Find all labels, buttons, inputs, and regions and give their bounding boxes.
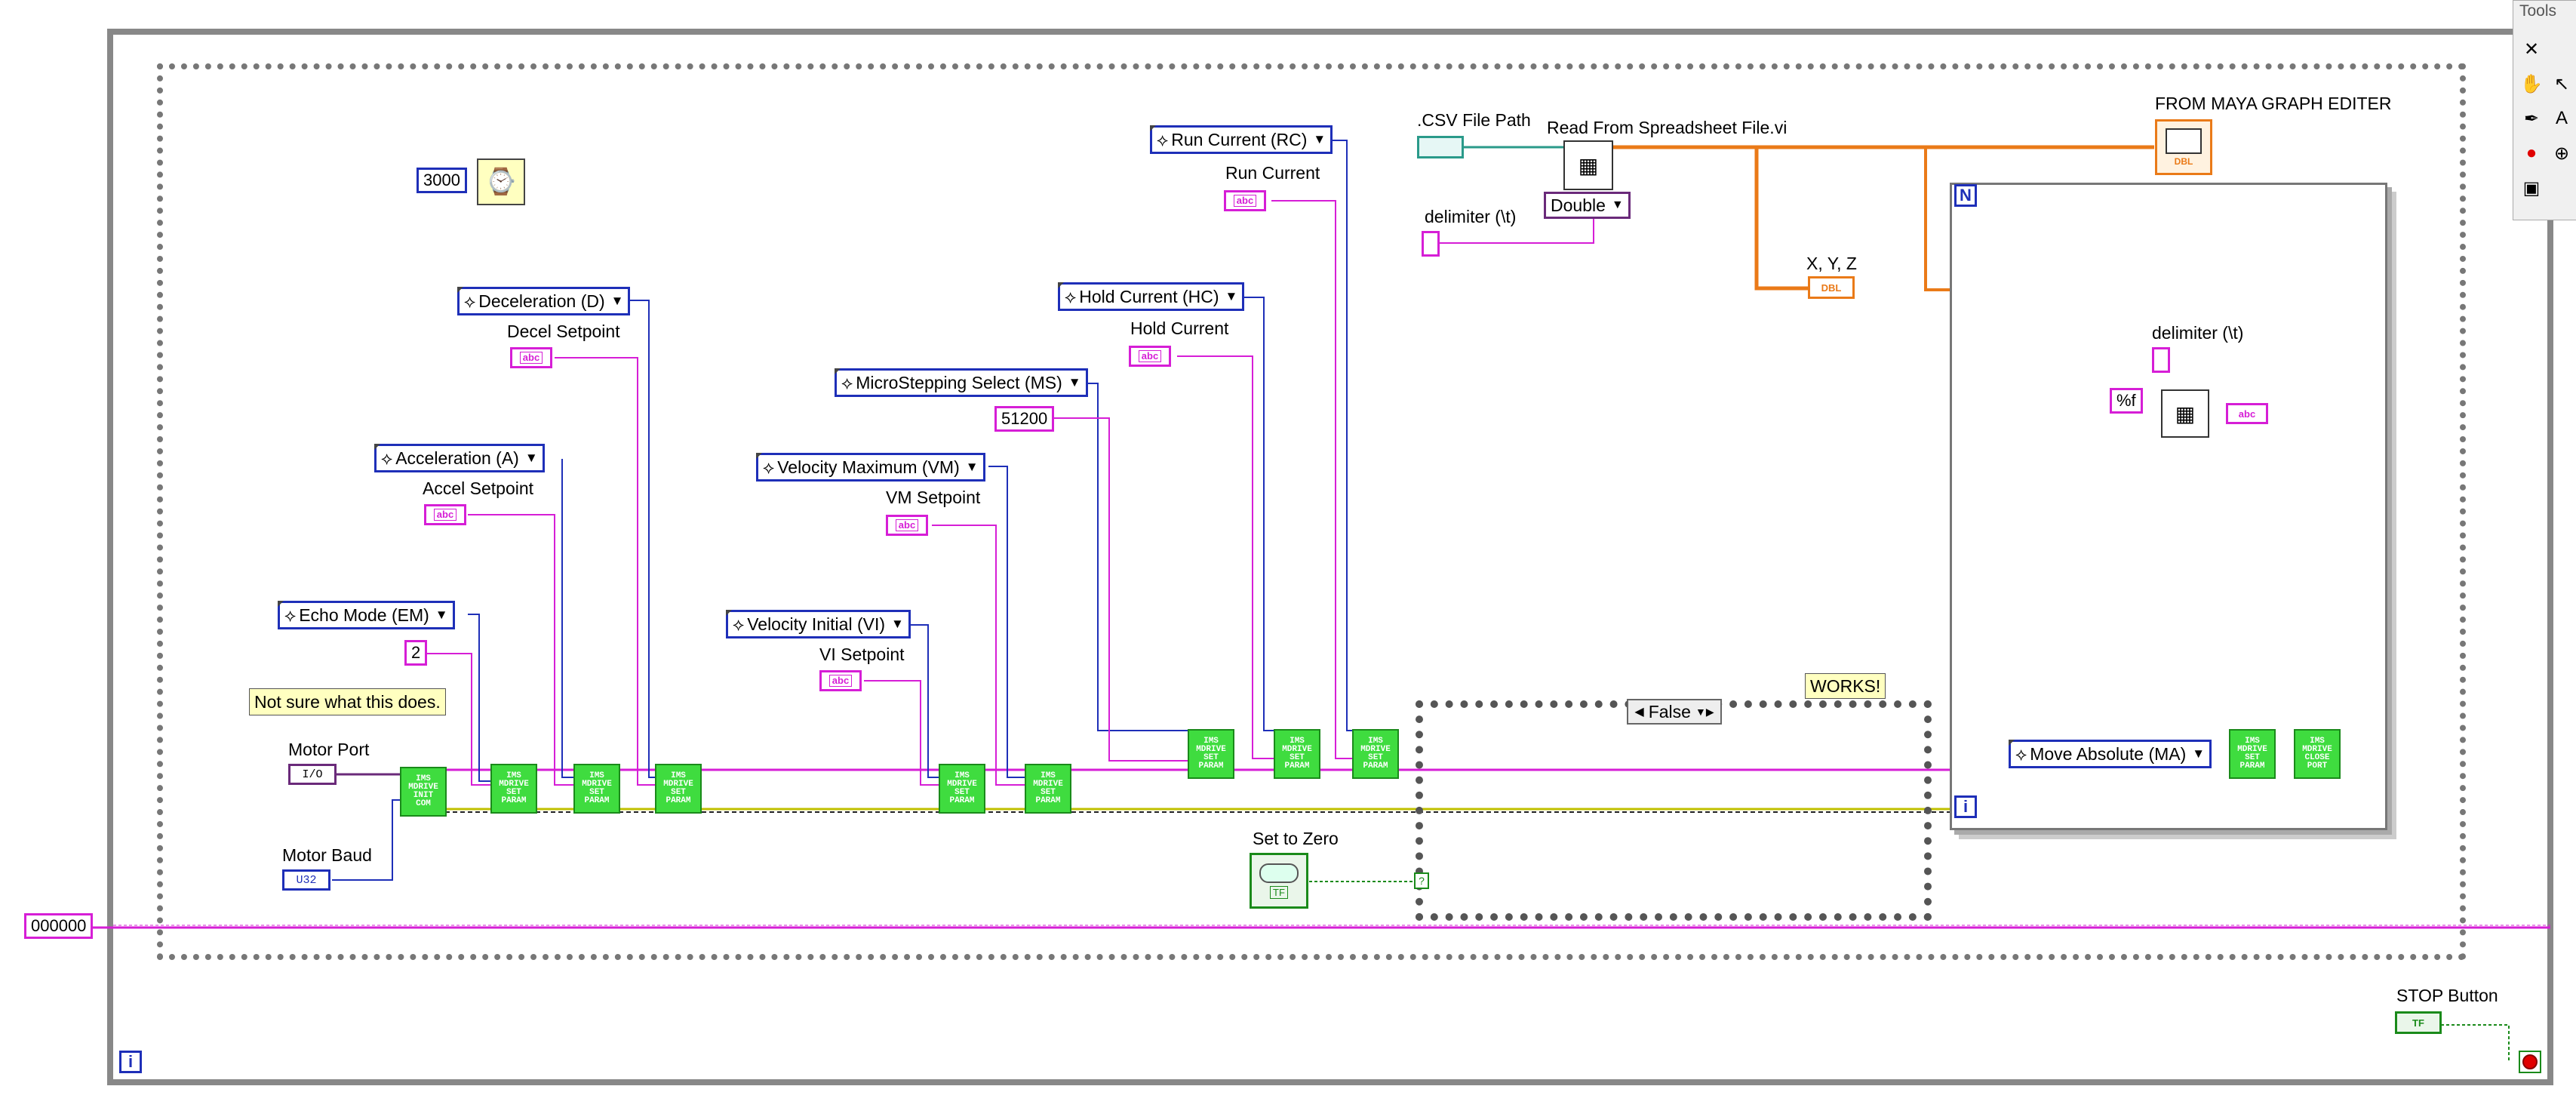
stop-button-control[interactable]: TF bbox=[2395, 1011, 2442, 1034]
hold-current-ring[interactable]: ⟡Hold Current (HC)▼ bbox=[1058, 282, 1245, 311]
mdrive-set-param-a[interactable]: IMS MDRIVE SET PARAM bbox=[573, 764, 620, 814]
vi-setpoint-label: VI Setpoint bbox=[819, 645, 905, 664]
run-current-control[interactable]: abc bbox=[1224, 190, 1266, 211]
graph-indicator: DBL bbox=[2155, 119, 2212, 175]
microstepping-value[interactable]: 51200 bbox=[994, 406, 1055, 432]
velocity-maximum-ring[interactable]: ⟡Velocity Maximum (VM)▼ bbox=[756, 453, 985, 482]
read-spreadsheet-label: Read From Spreadsheet File.vi bbox=[1547, 118, 1788, 137]
set-to-zero-button[interactable]: TF bbox=[1250, 853, 1308, 909]
format-string-constant[interactable]: %f bbox=[2110, 388, 2143, 414]
case-structure bbox=[1416, 700, 1932, 921]
wait-timer-icon[interactable]: ⌚ bbox=[477, 158, 525, 205]
hold-current-control[interactable]: abc bbox=[1129, 346, 1171, 367]
graph-label: FROM MAYA GRAPH EDITER bbox=[2155, 94, 2392, 113]
deceleration-ring[interactable]: ⟡Deceleration (D)▼ bbox=[457, 287, 631, 315]
tools-title: Tools bbox=[2519, 2, 2557, 20]
echo-mode-ring[interactable]: ⟡Echo Mode (EM)▼ bbox=[278, 601, 455, 629]
probe-icon[interactable]: ⊕ bbox=[2553, 143, 2570, 164]
move-absolute-ring[interactable]: ⟡Move Absolute (MA)▼ bbox=[2009, 740, 2212, 768]
case-selector-terminal: ? bbox=[1414, 872, 1429, 889]
csv-file-path-control[interactable] bbox=[1417, 136, 1464, 158]
vi-setpoint-control[interactable]: abc bbox=[819, 670, 862, 691]
velocity-initial-ring[interactable]: ⟡Velocity Initial (VI)▼ bbox=[726, 610, 911, 638]
set-to-zero-label: Set to Zero bbox=[1253, 829, 1339, 848]
works-label: WORKS! bbox=[1805, 673, 1886, 699]
inner-delimiter-constant[interactable] bbox=[2152, 347, 2170, 373]
microstepping-ring[interactable]: ⟡MicroStepping Select (MS)▼ bbox=[835, 368, 1088, 397]
vm-setpoint-label: VM Setpoint bbox=[886, 488, 981, 507]
double-ring[interactable]: Double▼ bbox=[1544, 192, 1631, 219]
run-current-ring[interactable]: ⟡Run Current (RC)▼ bbox=[1150, 125, 1333, 154]
decel-setpoint-label: Decel Setpoint bbox=[507, 322, 620, 341]
decel-setpoint-control[interactable]: abc bbox=[510, 347, 552, 368]
comment-note: Not sure what this does. bbox=[249, 688, 446, 715]
case-selector-value: False bbox=[1648, 701, 1691, 722]
mdrive-set-param-ms[interactable]: IMS MDRIVE SET PARAM bbox=[1188, 729, 1234, 779]
for-loop bbox=[1950, 183, 2387, 830]
array-to-spreadsheet-function[interactable]: ▦ bbox=[2161, 389, 2209, 438]
echo-mode-value[interactable]: 2 bbox=[404, 640, 428, 666]
mdrive-set-param-vi[interactable]: IMS MDRIVE SET PARAM bbox=[939, 764, 985, 814]
motor-baud-control[interactable]: U32 bbox=[282, 869, 330, 891]
wait-ms-constant[interactable]: 3000 bbox=[417, 168, 467, 193]
wiring-tool-icon[interactable]: ✒ bbox=[2523, 108, 2540, 129]
case-selector[interactable]: ◀ False ▼▶ bbox=[1627, 699, 1722, 725]
stop-button-label: STOP Button bbox=[2396, 986, 2498, 1005]
mdrive-set-param-d[interactable]: IMS MDRIVE SET PARAM bbox=[655, 764, 702, 814]
motor-baud-label: Motor Baud bbox=[282, 845, 372, 865]
hold-current-label: Hold Current bbox=[1130, 318, 1229, 338]
flat-sequence-frame bbox=[157, 63, 2466, 960]
vm-setpoint-control[interactable]: abc bbox=[886, 515, 928, 536]
delimiter-label: delimiter (\t) bbox=[1425, 207, 1517, 226]
breakpoint-icon[interactable]: ● bbox=[2525, 143, 2538, 163]
label-tool-icon[interactable]: A bbox=[2555, 108, 2568, 128]
read-spreadsheet-vi[interactable]: ▦ bbox=[1563, 140, 1613, 190]
motor-port-label: Motor Port bbox=[288, 740, 370, 759]
for-loop-n-terminal[interactable]: N bbox=[1954, 184, 1977, 207]
delimiter-constant[interactable] bbox=[1422, 231, 1440, 257]
mdrive-set-param-ma[interactable]: IMS MDRIVE SET PARAM bbox=[2229, 729, 2276, 779]
mdrive-set-param-vm[interactable]: IMS MDRIVE SET PARAM bbox=[1025, 764, 1071, 814]
xyz-label: X, Y, Z bbox=[1806, 254, 1857, 273]
accel-setpoint-control[interactable]: abc bbox=[424, 504, 466, 525]
operate-hand-icon[interactable]: ✋ bbox=[2520, 73, 2543, 94]
toggle-switch-icon bbox=[1259, 863, 1299, 883]
tools-palette: Tools ✕ ✋ ↖ ✒ A ● ⊕ ▣ bbox=[2513, 0, 2576, 220]
auto-tool-icon[interactable]: ✕ bbox=[2523, 38, 2540, 60]
run-current-label: Run Current bbox=[1225, 163, 1320, 183]
while-loop-i-terminal: i bbox=[119, 1051, 142, 1073]
mdrive-set-param-rc[interactable]: IMS MDRIVE SET PARAM bbox=[1352, 729, 1399, 779]
accel-setpoint-label: Accel Setpoint bbox=[423, 478, 534, 498]
chart-icon bbox=[2166, 128, 2202, 154]
acceleration-ring[interactable]: ⟡Acceleration (A)▼ bbox=[374, 444, 545, 472]
for-loop-i-terminal: i bbox=[1954, 795, 1977, 818]
mdrive-set-param-hc[interactable]: IMS MDRIVE SET PARAM bbox=[1274, 729, 1320, 779]
inner-delimiter-label: delimiter (\t) bbox=[2152, 323, 2244, 343]
csv-file-path-label: .CSV File Path bbox=[1417, 110, 1531, 130]
mdrive-close-port-subvi[interactable]: IMS MDRIVE CLOSE PORT bbox=[2294, 729, 2341, 779]
color-tool-icon[interactable]: ▣ bbox=[2522, 177, 2541, 198]
string-tunnel: abc bbox=[2226, 403, 2268, 424]
motor-port-control[interactable]: I/O bbox=[288, 764, 337, 785]
position-arrow-icon[interactable]: ↖ bbox=[2553, 73, 2570, 94]
while-loop-border bbox=[107, 29, 2553, 1085]
loop-condition-stop-icon[interactable] bbox=[2519, 1051, 2541, 1073]
xyz-indicator: DBL bbox=[1808, 276, 1855, 299]
mdrive-set-param-em[interactable]: IMS MDRIVE SET PARAM bbox=[490, 764, 537, 814]
mdrive-init-com-subvi[interactable]: IMS MDRIVE INIT COM bbox=[400, 767, 447, 817]
loop-counter-constant[interactable]: 000000 bbox=[24, 913, 94, 939]
